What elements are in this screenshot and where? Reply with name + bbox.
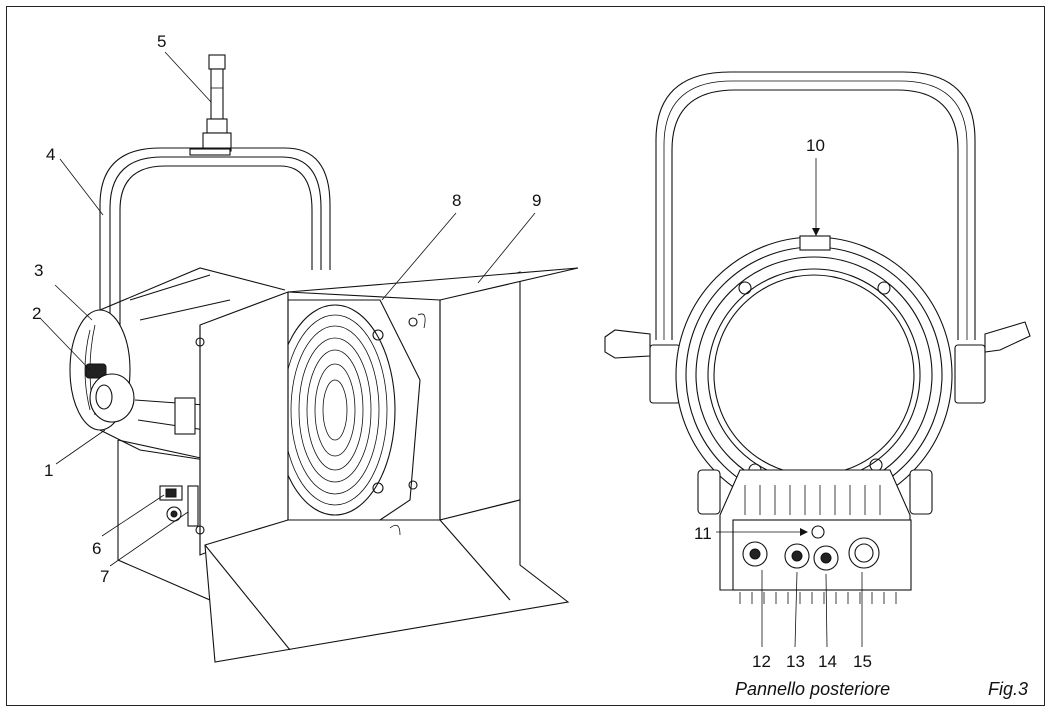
front-view xyxy=(39,51,579,663)
rear-view xyxy=(604,71,1031,648)
callout-6: 6 xyxy=(92,539,102,558)
right-leaders xyxy=(716,158,863,648)
callout-11: 11 xyxy=(694,524,712,543)
callout-13: 13 xyxy=(786,652,805,671)
rear-lower xyxy=(697,469,933,604)
figure-frame xyxy=(6,6,1045,706)
yoke xyxy=(99,147,331,380)
callout-9: 9 xyxy=(532,191,542,210)
fresnel-lens xyxy=(274,299,421,535)
left-leaders xyxy=(39,51,536,567)
callout-7: 7 xyxy=(100,567,110,586)
callout-5: 5 xyxy=(157,32,167,51)
callout-1: 1 xyxy=(44,461,54,480)
callout-14: 14 xyxy=(818,652,837,671)
callout-8: 8 xyxy=(452,191,462,210)
barn-doors xyxy=(195,267,579,663)
callout-4: 4 xyxy=(46,145,56,164)
figure-caption: Pannello posteriore xyxy=(735,679,891,699)
callout-2: 2 xyxy=(32,304,42,323)
callout-15: 15 xyxy=(853,652,872,671)
base-box xyxy=(117,439,211,601)
rear-housing xyxy=(675,235,953,514)
callout-12: 12 xyxy=(752,652,771,671)
callout-3: 3 xyxy=(34,261,44,280)
figure-label: Fig.3 xyxy=(988,679,1029,699)
spigot xyxy=(202,54,232,152)
rear-yoke xyxy=(604,71,1031,404)
lamp-body xyxy=(69,267,286,461)
callout-10: 10 xyxy=(806,136,825,155)
